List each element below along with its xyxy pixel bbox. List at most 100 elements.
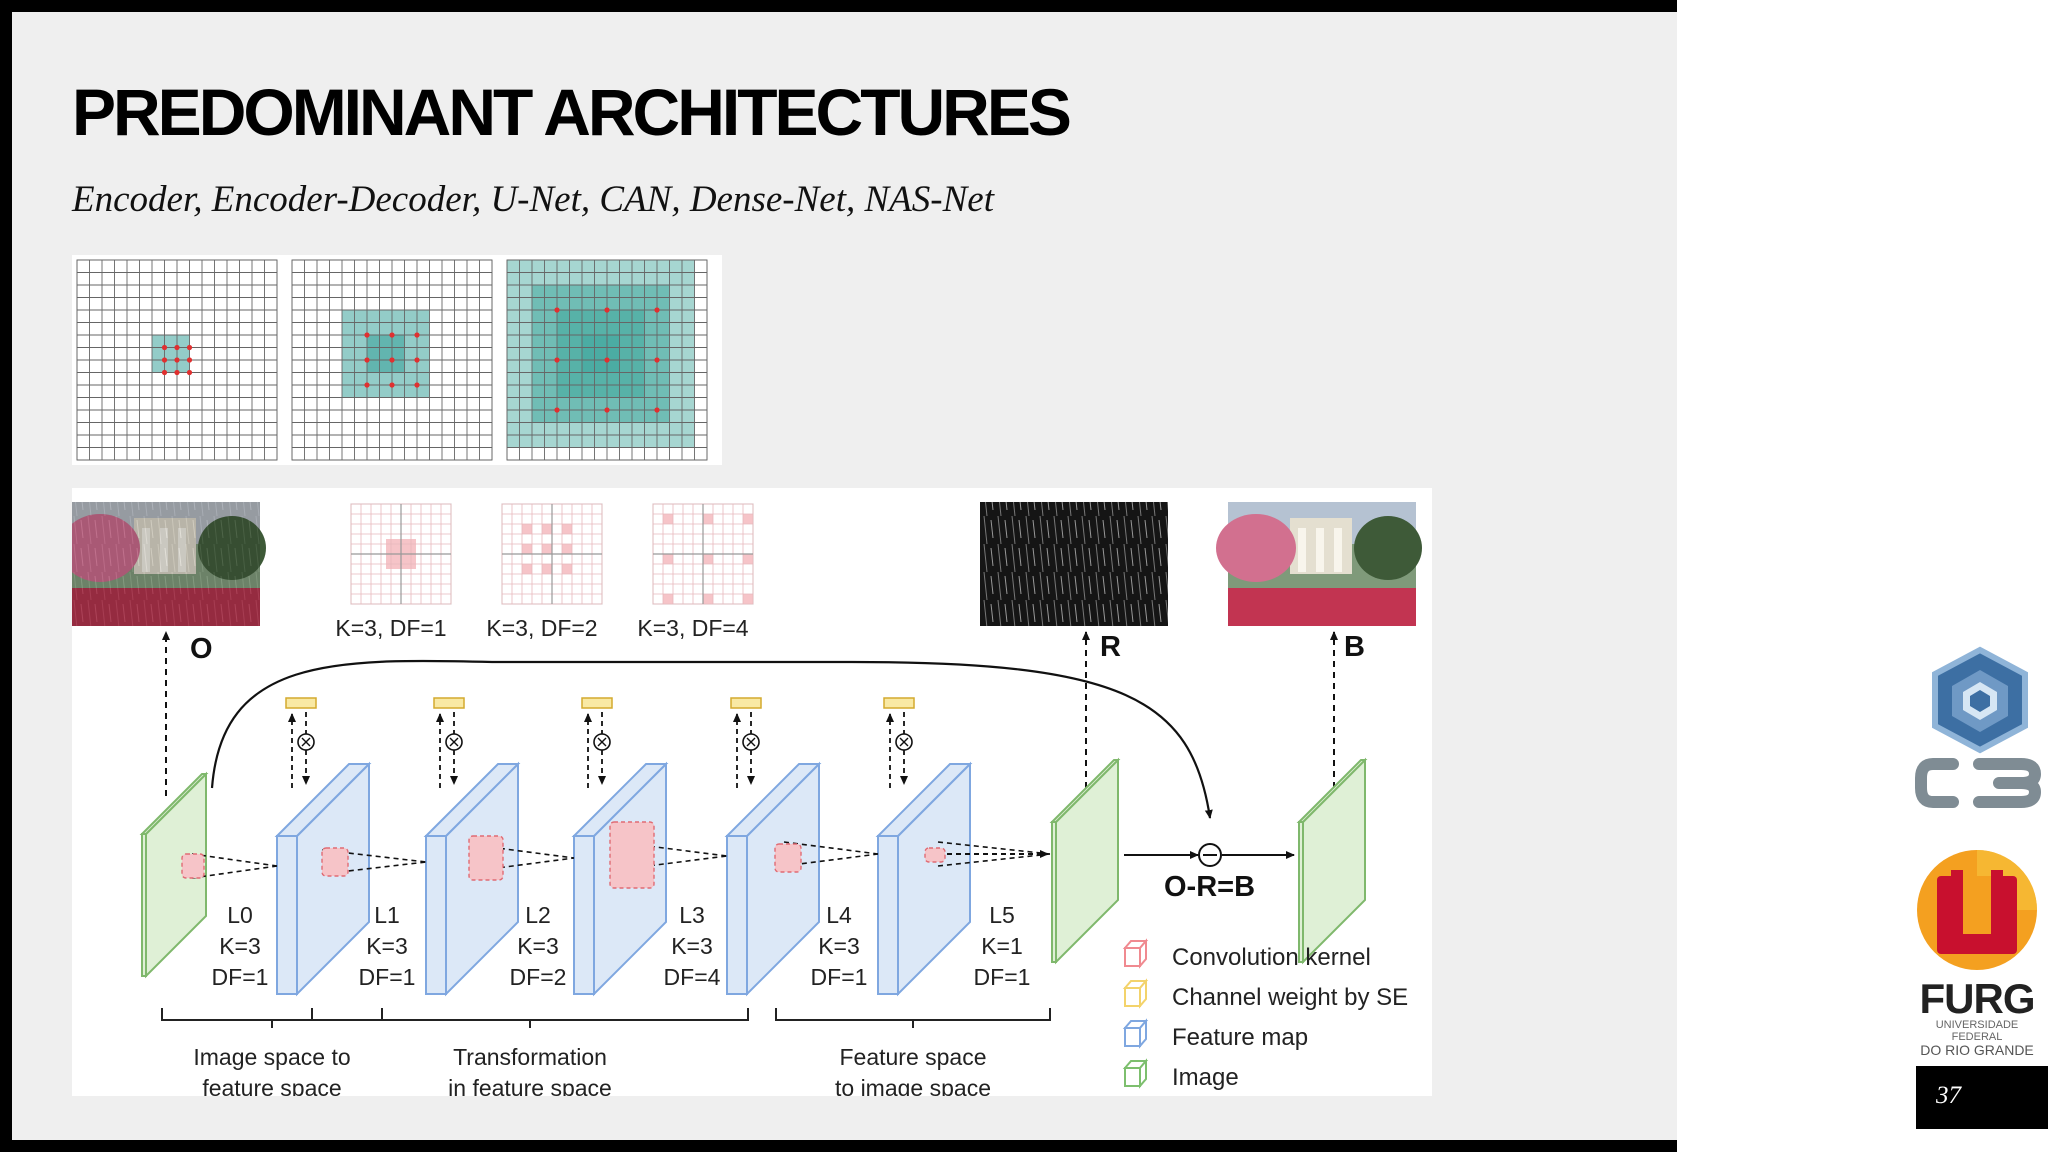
kernel-link-lower-2 — [481, 857, 575, 871]
slide-title: PREDOMINANT ARCHITECTURES — [72, 75, 1072, 149]
kernel-patch-3 — [609, 821, 655, 889]
dilated-convolution-figure — [72, 255, 722, 465]
legend-cube-icon — [1124, 1067, 1141, 1087]
kernel-link-lower-3 — [631, 855, 728, 869]
page-number-box: 37 — [1916, 1066, 2048, 1129]
kernel-caption-1: K=3, DF=1 — [335, 615, 446, 641]
legend-label: Channel weight by SE — [1172, 984, 1408, 1011]
layer-label-l2: L2K=3DF=2 — [510, 902, 567, 990]
se-block-l3 — [581, 697, 613, 788]
layer-dilation: DF=1 — [811, 964, 868, 990]
layer-name: L2 — [525, 902, 551, 928]
image-map-residual — [1049, 757, 1121, 965]
receptive-field-grid-1 — [76, 259, 278, 461]
feature-map-l4 — [724, 761, 822, 997]
layer-labels: L0K=3DF=1L1K=3DF=1L2K=3DF=2L3K=3DF=4L4K=… — [212, 902, 1031, 990]
layer-kernel-size: K=3 — [219, 933, 261, 959]
layer-kernel-size: K=3 — [818, 933, 860, 959]
legend-item-1: Convolution kernel — [1122, 938, 1371, 971]
legend-cube-icon — [1124, 1027, 1141, 1047]
equation-label: O-R=B — [1164, 871, 1255, 903]
image-map-output — [1296, 757, 1368, 965]
layer-kernel-size: K=3 — [517, 933, 559, 959]
furg-logo-icon — [1917, 850, 2037, 970]
page-number: 37 — [1936, 1082, 1961, 1109]
layer-dilation: DF=1 — [359, 964, 416, 990]
receptive-field-grid-2 — [291, 259, 493, 461]
layer-label-l4: L4K=3DF=1 — [811, 902, 868, 990]
slide-frame: PREDOMINANT ARCHITECTURES Encoder, Encod… — [0, 0, 1677, 1152]
legend-item-2: Channel weight by SE — [1122, 978, 1408, 1011]
legend-cube-icon — [1124, 947, 1141, 967]
layer-dilation: DF=4 — [664, 964, 721, 990]
kernel-link-lower-4 — [783, 853, 879, 867]
layer-kernel-size: K=3 — [366, 933, 408, 959]
layer-name: L1 — [374, 902, 400, 928]
layer-name: L3 — [679, 902, 705, 928]
kernel-patch-1 — [321, 847, 349, 877]
kernel-link-5 — [937, 841, 1051, 855]
legend-item-3: Feature map — [1122, 1018, 1308, 1051]
kernel-grid-1 — [350, 503, 452, 605]
c3-logo-icon — [1915, 646, 2042, 808]
furg-logo-subtitle: UNIVERSIDADE FEDERAL DO RIO GRANDE — [1912, 1019, 2042, 1059]
layer-kernel-size: K=3 — [671, 933, 713, 959]
label-r: R — [1100, 631, 1121, 663]
kernel-caption-2: K=3, DF=2 — [486, 615, 597, 641]
rain-streak-image-r — [980, 502, 1168, 626]
se-block-l1 — [285, 697, 317, 788]
label-o: O — [190, 633, 213, 665]
layer-dilation: DF=1 — [212, 964, 269, 990]
skip-connection-arrow — [210, 659, 1213, 819]
group-braces — [161, 1008, 1051, 1028]
se-block-l4 — [730, 697, 762, 788]
label-b: B — [1344, 631, 1365, 663]
kernel-caption-3: K=3, DF=4 — [637, 615, 748, 641]
kernel-patch-0 — [181, 853, 205, 879]
group-1-line1: Image space to — [193, 1044, 350, 1070]
feature-maps — [139, 697, 1368, 997]
kernel-patch-5 — [924, 847, 946, 863]
legend-label: Image — [1172, 1064, 1239, 1091]
furg-logo-text: FURG — [1919, 975, 2036, 1022]
kernel-link-lower-5 — [937, 853, 1051, 867]
furg-subtitle-line2: DO RIO GRANDE — [1920, 1042, 2034, 1059]
kernel-grid-3 — [652, 503, 754, 605]
group-2-line1: Transformation — [453, 1044, 607, 1070]
input-image-o — [72, 502, 266, 626]
output-image-b — [1216, 502, 1422, 626]
legend-item-4: Image — [1122, 1058, 1239, 1091]
layer-dilation: DF=2 — [510, 964, 567, 990]
layer-label-l1: L1K=3DF=1 — [359, 902, 416, 990]
kernel-link-2 — [481, 845, 575, 859]
receptive-field-grid-3 — [506, 259, 708, 461]
kernel-grid-2 — [501, 503, 603, 605]
layer-name: L5 — [989, 902, 1015, 928]
image-map-input — [139, 771, 209, 979]
group-3-line1: Feature space — [839, 1044, 986, 1070]
group-2-line2: in feature space — [448, 1075, 612, 1096]
layer-label-l5: L5K=1DF=1 — [974, 902, 1031, 990]
slide-subtitle: Encoder, Encoder-Decoder, U-Net, CAN, De… — [72, 179, 994, 220]
layer-label-l3: L3K=3DF=4 — [664, 902, 721, 990]
architecture-diagram: K=3, DF=1 K=3, DF=2 K=3, DF=4 O R B O-R=… — [72, 488, 1432, 1096]
kernel-patch-4 — [774, 843, 802, 873]
furg-subtitle-line1: UNIVERSIDADE FEDERAL — [1935, 1019, 2019, 1043]
group-1-line2: feature space — [202, 1075, 341, 1096]
feature-map-l5 — [875, 761, 973, 997]
kernel-grids — [350, 503, 754, 605]
layer-name: L0 — [227, 902, 253, 928]
layer-kernel-size: K=1 — [981, 933, 1023, 959]
kernel-patch-2 — [468, 835, 504, 881]
legend-label: Convolution kernel — [1172, 944, 1371, 971]
feature-map-l1 — [274, 761, 372, 997]
se-block-l5 — [883, 697, 915, 788]
group-3-line2: to image space — [835, 1075, 991, 1096]
layer-label-l0: L0K=3DF=1 — [212, 902, 269, 990]
legend-cube-icon — [1124, 987, 1141, 1007]
layer-dilation: DF=1 — [974, 964, 1031, 990]
layer-name: L4 — [826, 902, 852, 928]
kernel-link-3 — [631, 843, 728, 857]
slide: PREDOMINANT ARCHITECTURES Encoder, Encod… — [12, 12, 1677, 1140]
